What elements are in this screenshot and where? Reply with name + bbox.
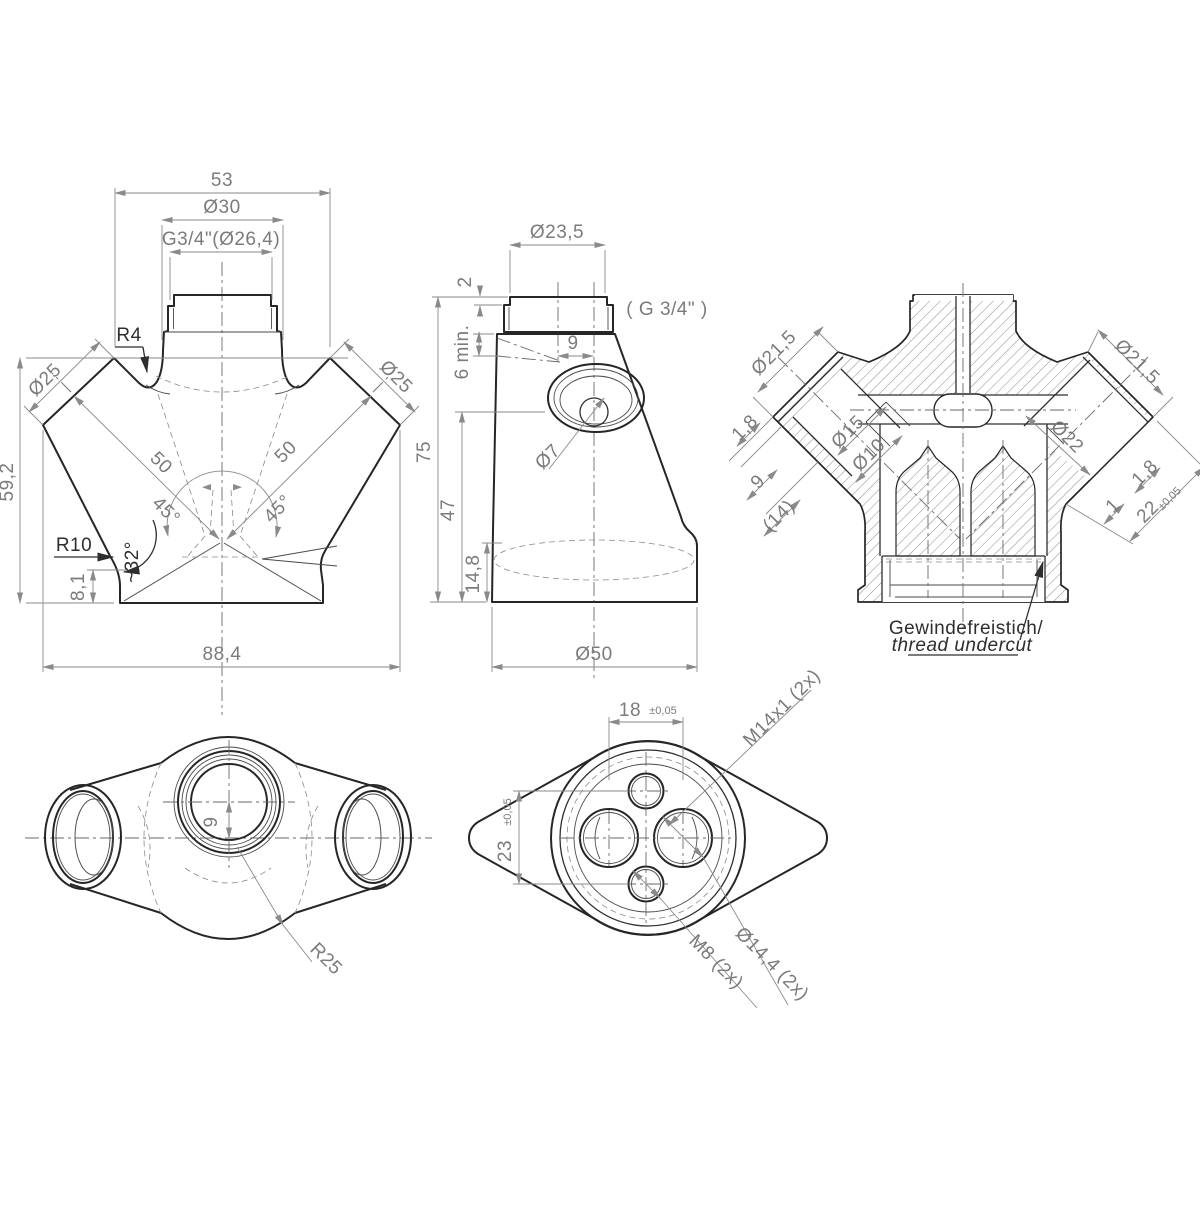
dim-9-top: 9 bbox=[201, 816, 222, 827]
dim-9-side: 9 bbox=[567, 333, 578, 354]
bottom-view: 18 ±0,05 23 ±0,05 M14x1 (2x) Ø14,4 (2x) … bbox=[468, 665, 828, 1009]
dim-total-width: 88,4 bbox=[203, 644, 242, 665]
dim-thread-top: G3/4"(Ø26,4) bbox=[162, 229, 280, 250]
dim-53: 53 bbox=[211, 170, 233, 191]
label-r10: R10 bbox=[56, 535, 92, 556]
dim-d25-right: Ø25 bbox=[375, 356, 416, 397]
dim-18-tol: ±0,05 bbox=[649, 705, 676, 717]
dim-18: 18 bbox=[619, 700, 641, 721]
label-m14: M14x1 (2x) bbox=[739, 665, 825, 751]
top-view: 9 R25 bbox=[25, 736, 432, 980]
dim-23-tol: ±0,05 bbox=[502, 798, 514, 825]
dim-1-8-right: 1,8 bbox=[1128, 456, 1163, 491]
dim-1-8-left: 1,8 bbox=[728, 411, 763, 446]
dim-g34: ( G 3/4" ) bbox=[626, 299, 707, 320]
dim-14-8: 14,8 bbox=[463, 555, 484, 594]
dim-6min: 6 min. bbox=[452, 325, 473, 380]
dim-2: 2 bbox=[455, 276, 476, 287]
dim-d25-left: Ø25 bbox=[24, 359, 65, 400]
dim-14-ref: (14) bbox=[759, 496, 799, 536]
dim-22-tol: ±0,05 bbox=[1156, 485, 1184, 513]
dim-d30: Ø30 bbox=[203, 197, 240, 218]
note-english: thread undercut bbox=[892, 635, 1033, 656]
dim-height: 59,2 bbox=[0, 463, 18, 502]
dim-d21-5-right: Ø21,5 bbox=[1110, 336, 1163, 389]
dim-50-right: 50 bbox=[271, 437, 302, 468]
note-german: Gewindefreistich/ bbox=[889, 618, 1043, 639]
dim-8-1: 8,1 bbox=[68, 573, 89, 601]
dim-75: 75 bbox=[414, 441, 435, 463]
dim-r25: R25 bbox=[306, 939, 347, 980]
label-r4: R4 bbox=[116, 325, 141, 346]
dim-47: 47 bbox=[438, 499, 459, 521]
dim-50-left: 50 bbox=[146, 448, 177, 479]
dim-1: 1 bbox=[1102, 495, 1125, 518]
dim-d23-5: Ø23,5 bbox=[530, 222, 584, 243]
dim-45-left: 45° bbox=[148, 493, 184, 529]
dim-d7: Ø7 bbox=[531, 440, 564, 473]
dim-45-right: 45° bbox=[260, 491, 296, 527]
front-view: 53 Ø30 G3/4"(Ø26,4) 59,2 88,4 8,1 Ø25 Ø2… bbox=[0, 170, 420, 715]
dim-d50: Ø50 bbox=[575, 644, 612, 665]
side-view: Ø23,5 2 6 min. 75 47 14,8 9 Ø7 Ø50 ( G 3… bbox=[414, 222, 707, 682]
dim-23: 23 bbox=[495, 840, 516, 862]
dim-9-section: 9 bbox=[747, 471, 770, 494]
dim-angle-base: ~32° bbox=[122, 541, 143, 583]
section-view: Ø21,5 Ø15 Ø10 1,8 9 (14) Ø21,5 Ø22 1 1,8… bbox=[728, 283, 1200, 656]
side-outline bbox=[491, 333, 698, 603]
